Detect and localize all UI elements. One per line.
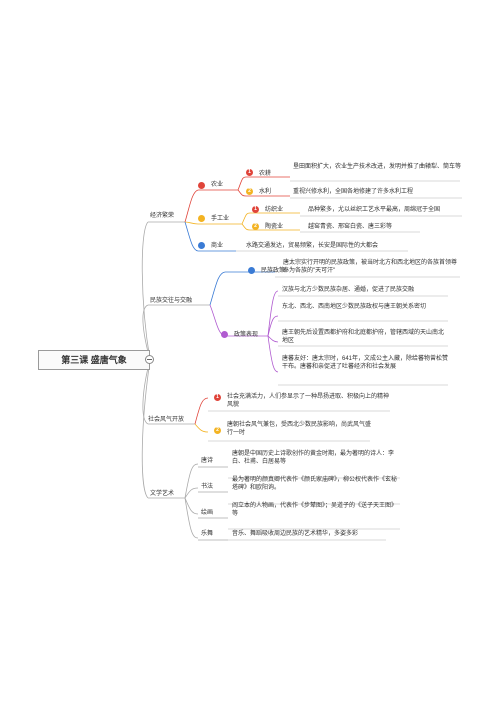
topic-irrigation[interactable]: 水利 xyxy=(259,189,272,195)
yellow-dot-icon xyxy=(198,215,205,222)
topic-calligraphy[interactable]: 书法 xyxy=(201,484,214,490)
topic-policy-measures[interactable]: 政策表现 xyxy=(234,332,259,338)
branch-ethnic[interactable]: 民族交往与交融 xyxy=(150,298,193,304)
topic-commerce[interactable]: 商业 xyxy=(211,243,224,249)
detail-irrigation: 重视兴修水利，全国各地修建了许多水利工程 xyxy=(293,189,414,195)
topic-agriculture[interactable]: 农业 xyxy=(211,182,224,188)
measure-item: 东北、西北、西南地区少数民族政权与唐王朝关系密切 xyxy=(282,304,427,310)
measure-item: 唐王朝先后设置西都护府和北庭都护府，管辖西域的天山南北地区 xyxy=(282,330,445,344)
blue-dot-icon xyxy=(248,267,255,274)
branch-literature[interactable]: 文学艺术 xyxy=(150,491,175,497)
purple-dot-icon xyxy=(221,331,228,338)
detail-commerce: 水路交通发达，贸易频繁，长安是国际性的大都会 xyxy=(246,243,379,249)
topic-farming[interactable]: 农耕 xyxy=(259,171,272,177)
collapse-minus-icon[interactable] xyxy=(145,355,154,364)
detail-farming: 垦田面积扩大，农业生产技术改进，发明并推了曲辕犁、筒车等 xyxy=(293,164,462,170)
measure-item: 汉族与北方少数民族杂居、通婚，促进了民族交融 xyxy=(282,287,415,293)
number-1-icon: 1 xyxy=(246,169,253,176)
topic-poetry[interactable]: 唐诗 xyxy=(201,458,214,464)
detail-painting: 阎立本的人物画，代表作《步辇图》；吴道子的《送子天王图》等 xyxy=(232,503,398,517)
measure-item: 唐蕃友好：唐太宗时，641年，文成公主入藏，除给蕃物曾松赞干布。唐蕃和亲促进了吐… xyxy=(282,356,449,370)
red-dot-icon xyxy=(198,182,205,189)
number-1-icon: 1 xyxy=(214,394,221,401)
detail-calligraphy: 最为著明的颜真卿代表作《颜氏家庙碑》，柳公权代表作《玄秘塔碑》和欧阳询。 xyxy=(232,477,398,491)
detail-poetry: 唐朝是中国历史上诗歌创作的黄金时期，最为著明的诗人：李白、杜甫、白居易等 xyxy=(232,451,395,465)
number-1-icon: 1 xyxy=(252,206,259,213)
branch-social[interactable]: 社会风气开放 xyxy=(148,417,185,423)
detail-music-dance: 音乐、舞蹈吸收周边民族的艺术精华，多姿多彩 xyxy=(232,531,359,537)
topic-handicraft[interactable]: 手工业 xyxy=(211,216,230,222)
number-2-icon: 2 xyxy=(246,188,253,195)
detail-social-2: 唐朝社会风气兼包，受西北少数民族影响，尚武风气盛行一时 xyxy=(227,422,372,436)
detail-ethnic-policy: 唐太宗实行开明的民族政策，被当时北方和西北地区的各族首领尊奉为各族的"天可汗" xyxy=(283,260,458,274)
detail-ceramics: 越窑青瓷、邢窑白瓷、唐三彩等 xyxy=(308,224,393,230)
topic-ethnic-policy[interactable]: 民族政策 xyxy=(261,268,286,274)
branch-economy[interactable]: 经济繁荣 xyxy=(150,213,175,219)
number-2-icon: 2 xyxy=(214,427,221,434)
topic-ceramics[interactable]: 陶瓷业 xyxy=(265,224,284,230)
detail-textile: 品种繁多，尤以丝织工艺水平最高，周绵冠于全国 xyxy=(308,207,441,213)
blue-dot-icon xyxy=(198,242,205,249)
topic-painting[interactable]: 绘画 xyxy=(201,510,214,516)
number-2-icon: 2 xyxy=(252,223,259,230)
detail-social-1: 社会充满活力，人们参显示了一种昂扬进取、积极向上的精神风貌 xyxy=(227,394,390,408)
root-topic[interactable]: 第三课 盛唐气象 xyxy=(38,350,150,370)
topic-textile[interactable]: 纺织业 xyxy=(265,207,284,213)
topic-music-dance[interactable]: 乐舞 xyxy=(201,531,214,537)
